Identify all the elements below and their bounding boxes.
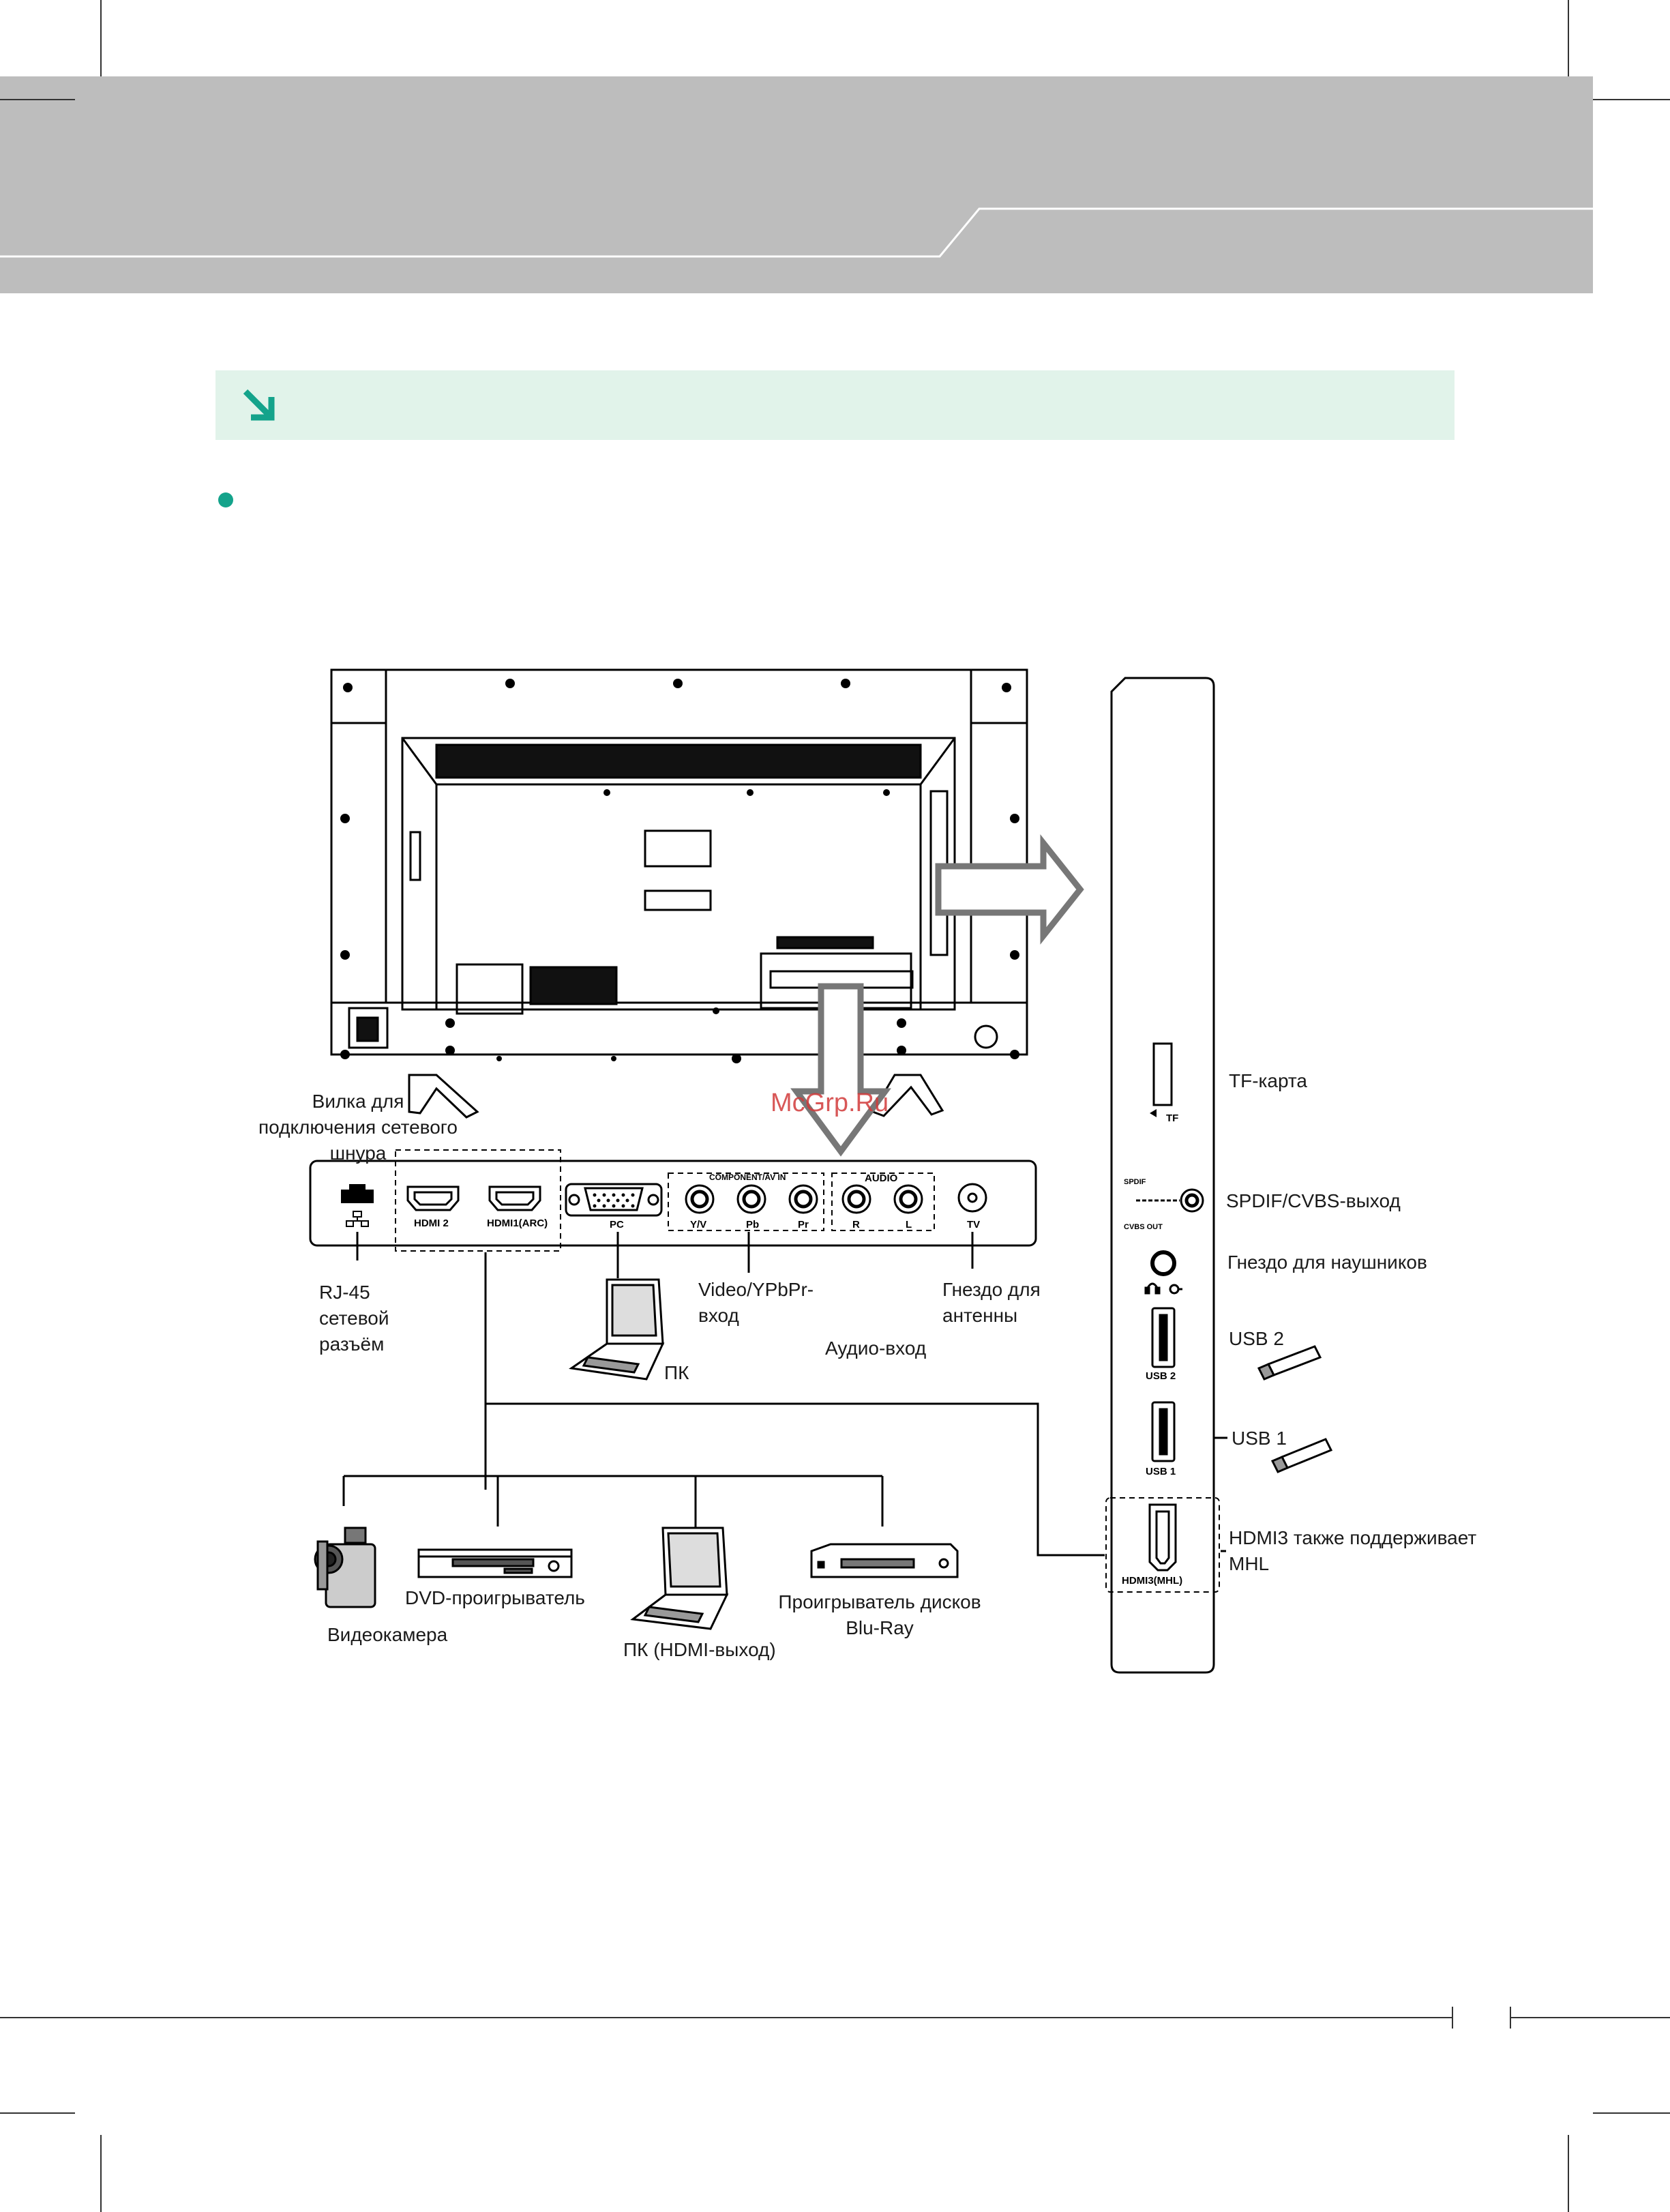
tf-card-arrow-icon (1150, 1109, 1157, 1117)
arrow-down-icon (790, 983, 891, 1157)
label-pc-hdmi: ПК (HDMI-выход) (623, 1639, 776, 1660)
section-bar (215, 370, 1455, 440)
port-label-yv: Y/V (690, 1219, 706, 1230)
port-label-tf: TF (1166, 1112, 1178, 1124)
label-bluray: Проигрыватель дисков Blu-Ray (778, 1591, 981, 1638)
tv-back-view (330, 668, 1028, 1119)
tv-back-screws (340, 679, 1019, 1063)
port-label-hdmi1: HDMI1(ARC) (487, 1218, 548, 1229)
label-rj45: RJ-45 сетевой разъём (319, 1282, 389, 1355)
port-label-r: R (852, 1219, 860, 1230)
label-audio-in: Аудио-вход (825, 1338, 927, 1359)
hdmi3-port (1148, 1503, 1177, 1572)
rca-jacks (685, 1184, 923, 1214)
vga-port (565, 1183, 663, 1217)
spdif-jack (1136, 1188, 1204, 1213)
port-label-pb: Pb (746, 1219, 759, 1230)
label-power-plug: Вилка для подключения сетевого шнура (258, 1091, 458, 1164)
headphone-jack (1150, 1250, 1176, 1276)
port-label-spdif: SPDIF (1124, 1178, 1146, 1186)
side-port-panel (1110, 677, 1215, 1674)
usb-stick-icon-2 (1257, 1345, 1322, 1381)
port-label-pc: PC (610, 1219, 624, 1230)
tf-card-slot (1152, 1042, 1173, 1106)
usb1-port (1151, 1401, 1176, 1462)
antenna-port (957, 1183, 987, 1213)
label-antenna: Гнездо для антенны (942, 1279, 1041, 1326)
usb2-port (1151, 1307, 1176, 1368)
pc-laptop-icon (569, 1278, 665, 1381)
port-label-l: L (906, 1219, 912, 1230)
camcorder-icon (314, 1527, 376, 1608)
label-headphones: Гнездо для наушников (1227, 1252, 1427, 1273)
port-label-usb2: USB 2 (1146, 1370, 1176, 1382)
usb-stick-icon-1 (1270, 1438, 1333, 1473)
arrow-right-icon (935, 834, 1084, 945)
label-video-ypbpr: Video/YPbPr- вход (698, 1279, 814, 1326)
label-camcorder: Видеокамера (327, 1624, 448, 1645)
pc-hdmi-laptop-icon (630, 1527, 729, 1630)
label-pc: ПК (664, 1362, 689, 1383)
port-label-hdmi3: HDMI3(MHL) (1122, 1575, 1182, 1587)
hdmi2-port (406, 1185, 460, 1211)
audio-group-outline (831, 1173, 935, 1231)
port-label-cvbs: CVBS OUT (1124, 1223, 1163, 1231)
headphones-icon (1144, 1282, 1182, 1295)
hdmi3-group-outline (1105, 1497, 1220, 1593)
bluray-player-icon (810, 1543, 959, 1578)
label-usb2: USB 2 (1229, 1328, 1284, 1349)
bullet-dot (218, 492, 233, 507)
bottom-port-panel (309, 1160, 1037, 1247)
hdmi-group-outline (395, 1149, 561, 1252)
hdmi1-port (488, 1185, 541, 1211)
port-label-audio: AUDIO (865, 1173, 898, 1184)
vga-pins (593, 1193, 635, 1208)
label-hdmi3-mhl: HDMI3 также поддерживает MHL (1229, 1527, 1477, 1574)
label-tf-card: TF-карта (1229, 1070, 1308, 1091)
component-group-outline (668, 1173, 824, 1231)
watermark: McGrp.Ru (771, 1089, 889, 1117)
port-label-component: COMPONENT/AV IN (709, 1173, 786, 1182)
label-usb1: USB 1 (1232, 1428, 1287, 1449)
header-rule (0, 207, 1593, 258)
port-label-pr: Pr (798, 1219, 809, 1230)
port-label-usb1: USB 1 (1146, 1466, 1176, 1477)
label-spdif-cvbs: SPDIF/CVBS-выход (1226, 1190, 1401, 1211)
dvd-player-icon (417, 1548, 573, 1578)
port-label-tv: TV (967, 1219, 980, 1230)
label-dvd: DVD-проигрыватель (405, 1587, 585, 1608)
arrow-down-right-icon (243, 389, 275, 421)
port-label-hdmi2: HDMI 2 (414, 1218, 449, 1229)
network-icon (346, 1211, 369, 1227)
rj45-port (341, 1184, 374, 1203)
